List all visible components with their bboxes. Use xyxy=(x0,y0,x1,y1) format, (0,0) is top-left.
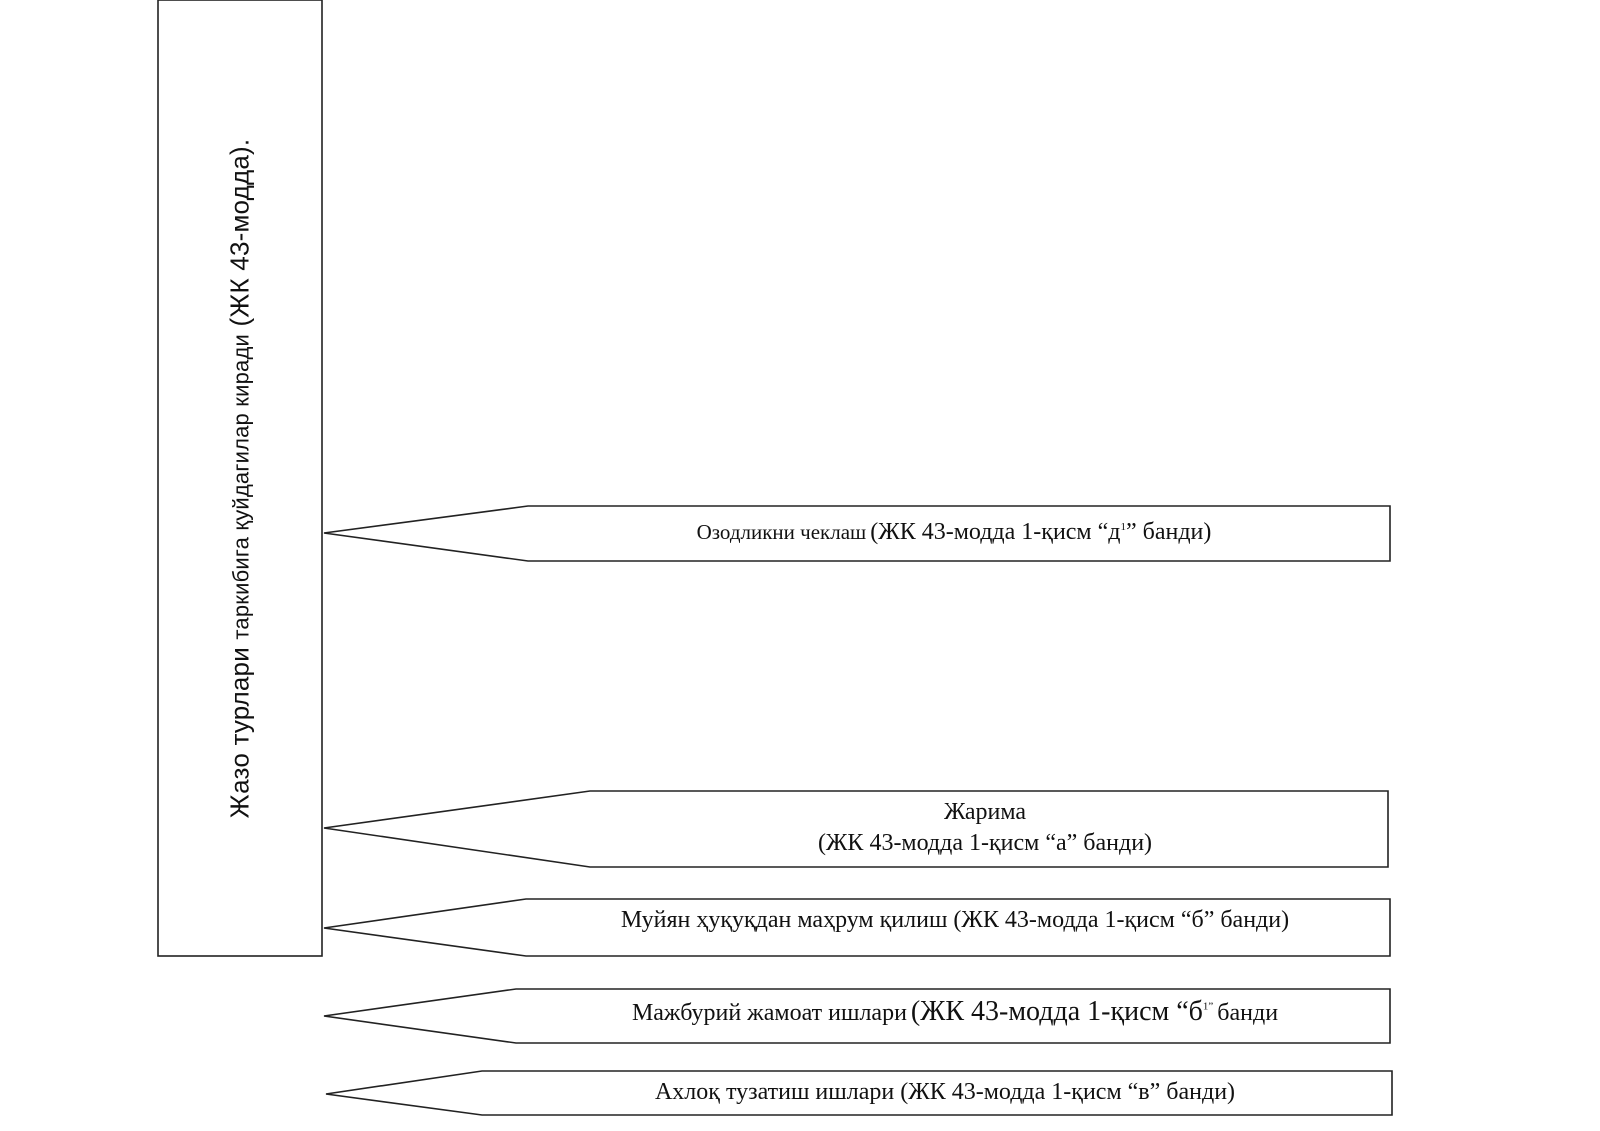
jarima-title: Жарима xyxy=(943,799,1027,825)
main-label-part2: таркибига қуйдагилар киради xyxy=(228,333,254,640)
arrow-shape-majburiy xyxy=(323,988,1391,1044)
main-category-box xyxy=(157,0,323,957)
majburiy-ref-end: банди xyxy=(1217,1000,1279,1026)
muayyan-text: Муйян ҳуқуқдан маҳрум қилиш (ЖК 43-модда… xyxy=(620,907,1290,933)
arrow-shape-axloq xyxy=(325,1070,1393,1116)
main-label-part3: (ЖК 43-модда). xyxy=(224,138,255,327)
majburiy-ref-sup: 1” xyxy=(1202,1000,1214,1013)
ozodlik-ref-text: (ЖК 43-модда 1-қисм “д xyxy=(870,519,1121,545)
main-label-part1: Жазо турлари xyxy=(224,646,255,818)
majburiy-name: Мажбурий жамоат ишлари xyxy=(631,1000,907,1026)
item-label-axloq: Ахлоқ тузатиш ишлари (ЖК 43-модда 1-қисм… xyxy=(420,1077,1470,1108)
axloq-text: Ахлоқ тузатиш ишлари (ЖК 43-модда 1-қисм… xyxy=(654,1079,1236,1105)
majburiy-ref: (ЖК 43-модда 1-қисм “б1” xyxy=(911,996,1213,1027)
item-label-ozodlik: Озодликни чеклаш (ЖК 43-модда 1-қисм “д1… xyxy=(528,517,1380,548)
jarima-ref: (ЖК 43-модда 1-қисм “а” банди) xyxy=(817,830,1153,857)
arrow-shape-muayyan xyxy=(323,898,1391,957)
item-label-muayyan: Муйян ҳуқуқдан маҳрум қилиш (ЖК 43-модда… xyxy=(400,905,1510,936)
arrow-shape-ozodlik xyxy=(323,505,1391,562)
majburiy-ref-text: (ЖК 43-модда 1-қисм “б xyxy=(910,996,1203,1027)
ozodlik-name: Озодликни чеклаш xyxy=(696,520,867,544)
main-category-label-wrap: Жазо турлари таркибига қуйдагилар киради… xyxy=(158,0,322,956)
ozodlik-ref: (ЖК 43-модда 1-қисм “д1” банди) xyxy=(870,519,1211,545)
arrow-shape-jarima xyxy=(323,790,1389,868)
ozodlik-ref-sup: 1 xyxy=(1120,521,1126,533)
item-label-majburiy: Мажбурий жамоат ишлари (ЖК 43-модда 1-қи… xyxy=(440,994,1470,1030)
ozodlik-ref-end: ” банди) xyxy=(1125,519,1212,545)
main-category-label: Жазо турлари таркибига қуйдагилар киради… xyxy=(225,138,256,818)
item-label-jarima: Жарима (ЖК 43-модда 1-қисм “а” банди) xyxy=(590,797,1380,859)
